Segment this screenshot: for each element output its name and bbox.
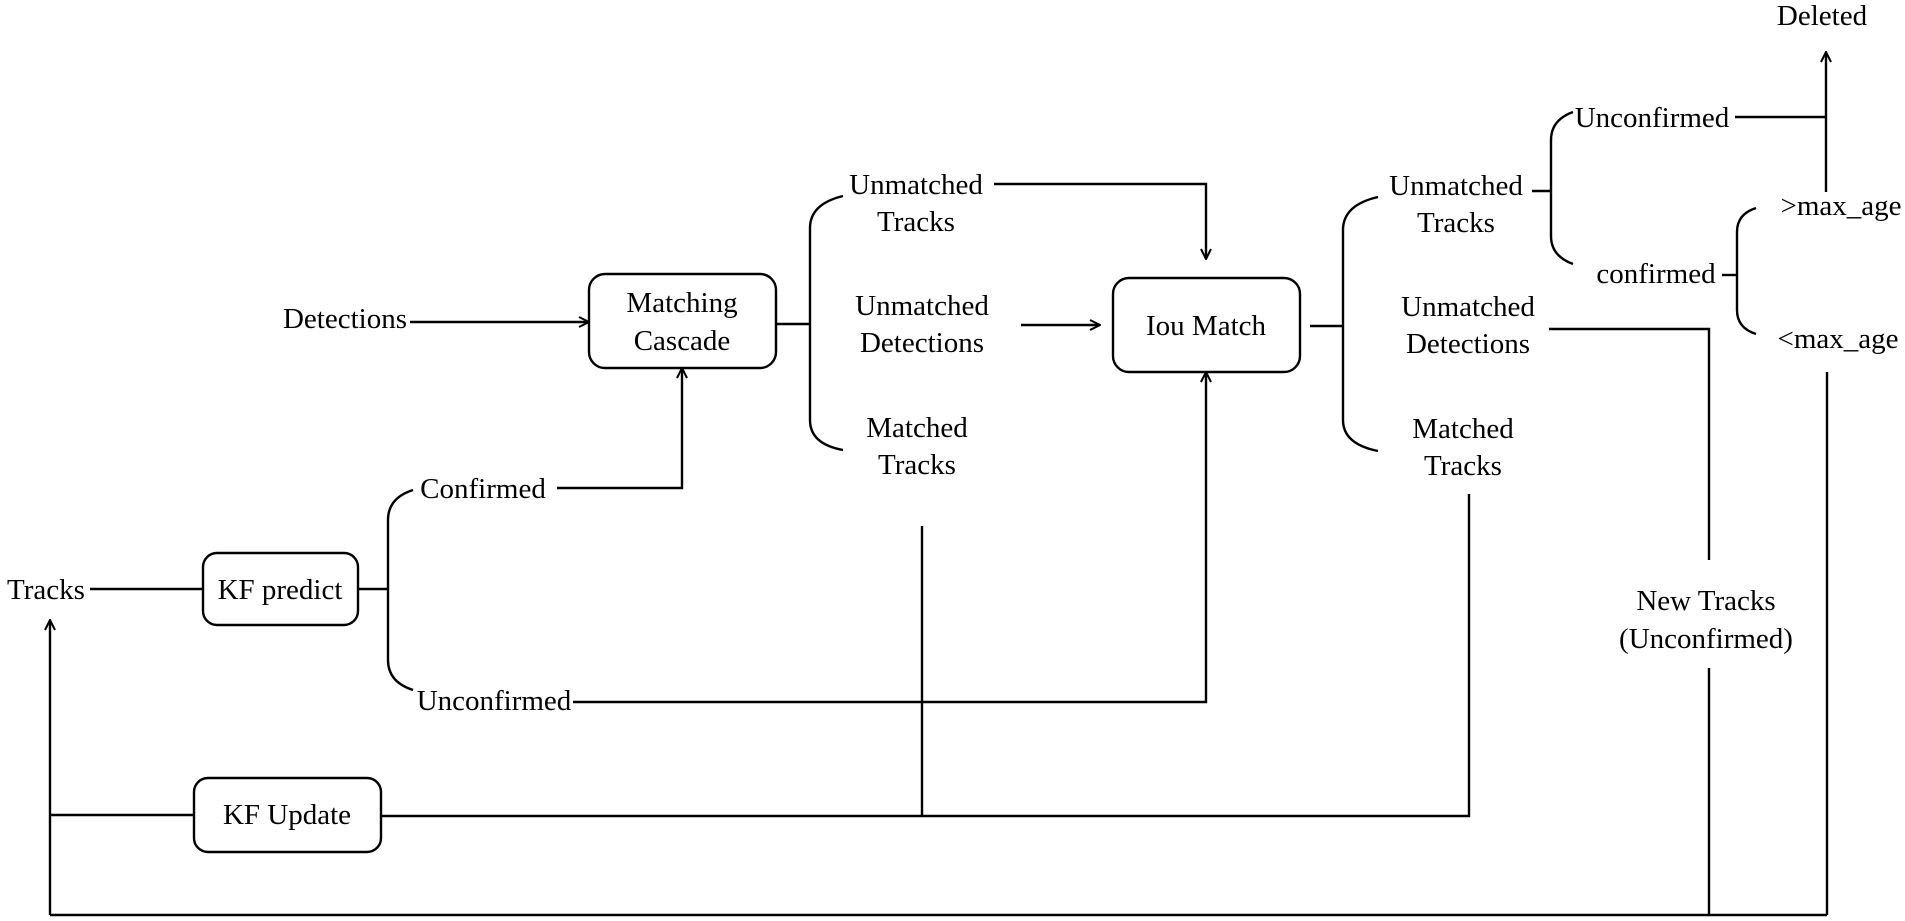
cascade-unmatched-tracks-line1: Unmatched (849, 169, 983, 201)
iou-unmatched-tracks-line1: Unmatched (1389, 170, 1523, 202)
matching-cascade-label-line1: Matching (626, 287, 737, 319)
predict-brace (386, 488, 414, 692)
confirmed-to-cascade-line (557, 368, 682, 490)
matching-cascade-label-line2: Cascade (634, 325, 731, 357)
iou-matched-tracks-line1: Matched (1412, 413, 1514, 445)
iou-matched-to-update-line (381, 494, 1471, 818)
cascade-unmatched-detections-line1: Unmatched (855, 290, 989, 322)
cascade-matched-tracks-line1: Matched (866, 412, 968, 444)
deleted-label: Deleted (1777, 0, 1868, 32)
cascade-brace (808, 194, 844, 452)
unmatched-detections-to-new-tracks-line (1549, 327, 1711, 560)
unmatched-tracks-to-iou-arrow (994, 182, 1206, 259)
cascade-matched-tracks-line2: Tracks (878, 449, 956, 481)
cascade-unmatched-tracks-line2: Tracks (877, 206, 955, 238)
state-confirmed-label: confirmed (1596, 258, 1716, 290)
iou-match-label: Iou Match (1146, 310, 1266, 342)
kf-update-label: KF Update (223, 799, 351, 831)
iou-brace (1341, 195, 1379, 453)
unmatched-tracks-state-brace (1549, 110, 1574, 266)
state-unconfirmed-label: Unconfirmed (1575, 102, 1730, 134)
iou-unmatched-detections-line2: Detections (1406, 328, 1530, 360)
new-tracks-line1: New Tracks (1636, 585, 1775, 617)
unconfirmed-to-iou-line (573, 372, 1206, 704)
iou-unmatched-detections-line1: Unmatched (1401, 291, 1535, 323)
new-tracks-line2: (Unconfirmed) (1619, 623, 1793, 655)
detections-label: Detections (283, 303, 407, 335)
unconfirmed-label: Unconfirmed (417, 685, 572, 717)
confirmed-label: Confirmed (420, 473, 546, 505)
cascade-unmatched-detections-line2: Detections (860, 327, 984, 359)
iou-matched-tracks-line2: Tracks (1424, 450, 1502, 482)
under-max-age-label: <max_age (1777, 323, 1898, 355)
tracks-label: Tracks (7, 574, 85, 606)
over-max-age-label: >max_age (1780, 190, 1901, 222)
age-brace (1735, 206, 1757, 336)
iou-unmatched-tracks-line2: Tracks (1417, 207, 1495, 239)
kf-predict-label: KF predict (218, 574, 343, 606)
